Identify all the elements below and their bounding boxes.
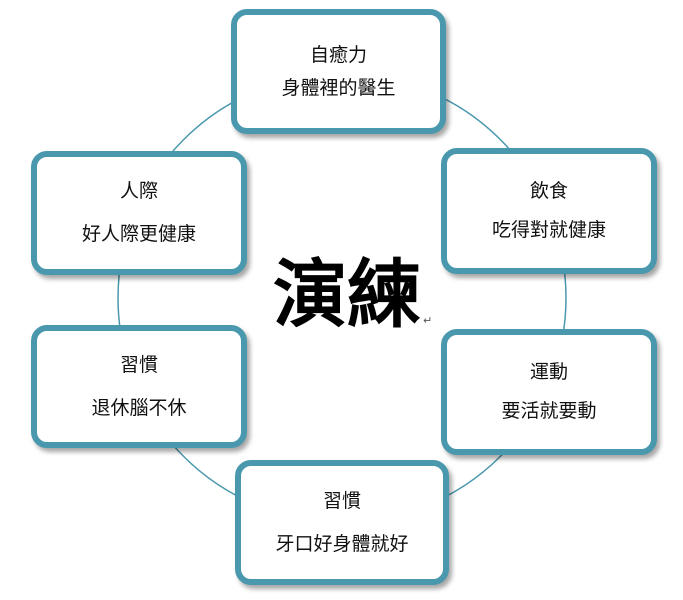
node-title: 習慣	[322, 489, 361, 512]
node-subtitle: 要活就要動	[501, 400, 597, 422]
node-self-healing: 自癒力 身體裡的醫生	[231, 9, 446, 134]
node-exercise: 運動 要活就要動	[441, 329, 657, 455]
node-subtitle: 退休腦不休	[91, 396, 187, 419]
node-subtitle: 好人際更健康	[81, 223, 196, 245]
node-subtitle: 吃得對就健康	[491, 219, 606, 241]
node-diet: 飲食 吃得對就健康	[441, 148, 657, 274]
node-habits-retirement: 習慣 退休腦不休	[31, 325, 247, 448]
paragraph-mark-icon: ↵	[423, 314, 433, 327]
node-title: 運動	[529, 361, 568, 384]
node-subtitle: 身體裡的醫生	[281, 76, 396, 99]
node-habits-oral: 習慣 牙口好身體就好	[235, 460, 449, 585]
node-title: 自癒力	[309, 43, 367, 66]
node-relationships: 人際 好人際更健康	[31, 151, 247, 275]
node-title: 人際	[119, 180, 158, 203]
node-subtitle: 牙口好身體就好	[275, 532, 409, 555]
center-title: 演練	[273, 252, 421, 338]
node-title: 習慣	[119, 353, 158, 376]
node-title: 飲食	[529, 180, 568, 203]
